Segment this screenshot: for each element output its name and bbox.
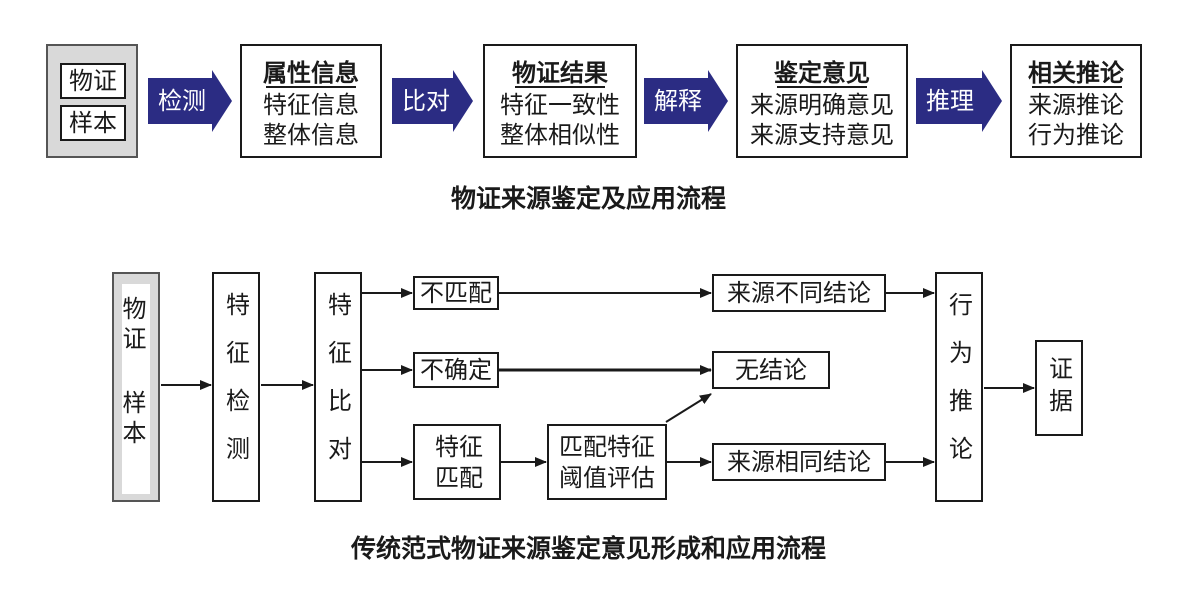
threshold-line: 匹配特征 — [559, 433, 655, 461]
step-explain-label: 解释 — [654, 87, 702, 115]
box-line: 行为推论 — [1028, 121, 1124, 149]
feature-compare-label: 特征比对 — [323, 292, 352, 484]
attribute-info-title: 属性信息 — [263, 59, 359, 87]
box-line: 整体信息 — [263, 121, 359, 149]
bottom-sample-label: 物证 样本 — [118, 296, 146, 450]
step-compare-label: 比对 — [402, 87, 450, 115]
box-line: 整体相似性 — [500, 121, 620, 149]
no-conclusion-box: 无结论 — [712, 351, 830, 389]
title-underline — [515, 86, 605, 88]
opinion-box: 鉴定意见 来源明确意见 来源支持意见 — [736, 44, 908, 158]
sample-inner — [122, 284, 150, 494]
same-source-label: 来源相同结论 — [727, 448, 871, 476]
diff-source-box: 来源不同结论 — [712, 274, 886, 312]
sample-evidence-box: 物证 — [60, 63, 126, 99]
inference-box: 行为推论 — [935, 272, 983, 502]
box-line: 特征一致性 — [500, 91, 620, 119]
title-underline — [777, 86, 867, 88]
opinion-title: 鉴定意见 — [774, 59, 870, 87]
sample-specimen-label: 样本 — [69, 109, 117, 137]
no-conclusion-label: 无结论 — [735, 356, 807, 384]
threshold-box: 匹配特征 阈值评估 — [547, 424, 667, 500]
box-line: 来源支持意见 — [750, 121, 894, 149]
title-underline — [266, 86, 356, 88]
bottom-caption: 传统范式物证来源鉴定意见形成和应用流程 — [350, 534, 826, 563]
uncertain-label: 不确定 — [420, 356, 492, 384]
diff-source-label: 来源不同结论 — [727, 279, 871, 307]
arrow-compare — [392, 70, 473, 132]
no-match-box: 不匹配 — [413, 276, 499, 310]
same-source-box: 来源相同结论 — [712, 443, 886, 481]
arrow-detect — [148, 70, 232, 132]
bottom-sample-box: 物证 样本 — [112, 272, 160, 502]
feature-match-box: 特征匹配 — [413, 424, 501, 500]
attribute-info-box: 属性信息 特征信息 整体信息 — [240, 44, 382, 158]
step-detect-label: 检测 — [158, 87, 206, 115]
evidence-box: 证据 — [1035, 340, 1083, 436]
feature-match-label: 特征匹配 — [435, 433, 483, 492]
related-inference-title: 相关推论 — [1028, 59, 1124, 87]
conn-threshold-noconclusion — [665, 393, 712, 423]
box-line: 来源推论 — [1028, 91, 1124, 119]
title-underline — [1032, 86, 1122, 88]
related-inference-box: 相关推论 来源推论 行为推论 — [1010, 44, 1142, 158]
no-match-label: 不匹配 — [420, 279, 492, 307]
feature-compare-box: 特征比对 — [314, 272, 362, 502]
evidence-result-title: 物证结果 — [512, 59, 608, 87]
arrow-infer — [916, 70, 1002, 132]
threshold-line: 阈值评估 — [559, 464, 655, 492]
feature-detect-box: 特征检测 — [212, 272, 260, 502]
evidence-label: 证据 — [1044, 356, 1073, 420]
box-line: 特征信息 — [263, 91, 359, 119]
step-infer-label: 推理 — [926, 87, 974, 115]
box-line: 来源明确意见 — [750, 91, 894, 119]
uncertain-box: 不确定 — [413, 352, 499, 388]
arrow-explain — [644, 70, 728, 132]
inference-label: 行为推论 — [944, 292, 973, 484]
feature-detect-label: 特征检测 — [221, 292, 250, 484]
sample-specimen-box: 样本 — [60, 105, 126, 141]
sample-evidence-label: 物证 — [69, 67, 117, 95]
top-caption: 物证来源鉴定及应用流程 — [450, 184, 726, 213]
evidence-result-box: 物证结果 特征一致性 整体相似性 — [483, 44, 637, 158]
